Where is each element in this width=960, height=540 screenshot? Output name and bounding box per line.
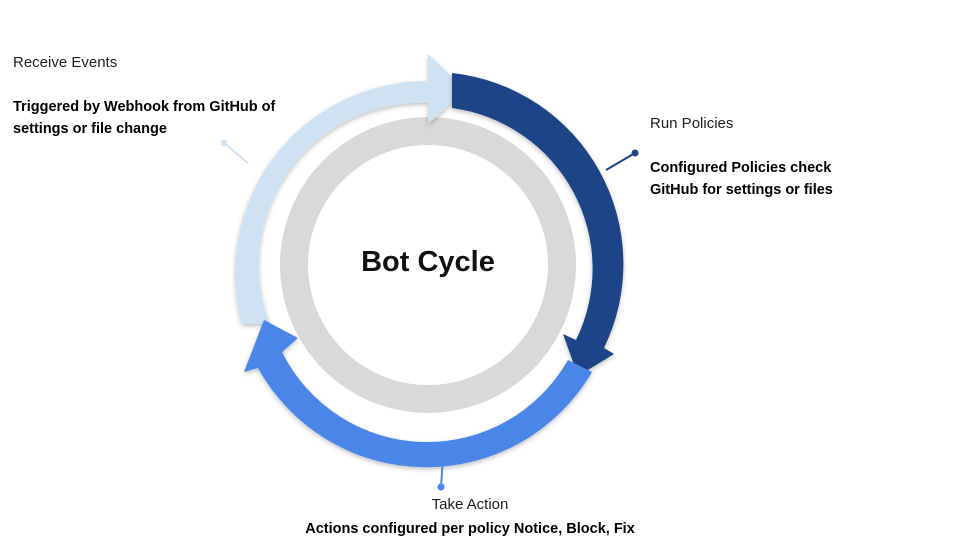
take-action-heading: Take Action — [431, 496, 509, 513]
center-title: Bot Cycle — [361, 246, 495, 278]
take-action-arrow — [244, 320, 592, 468]
receive-events-heading: Receive Events — [13, 54, 118, 71]
receive-events-description: Triggered by Webhook from GitHub of sett… — [13, 99, 276, 137]
take-action-description: Actions configured per policy Notice, Bl… — [305, 521, 635, 537]
receive-events-arrow — [235, 54, 466, 324]
action-connector — [437, 456, 445, 491]
receive-connector — [220, 139, 249, 164]
center-disc — [308, 145, 548, 385]
run-policies-heading: Run Policies — [650, 115, 734, 132]
run-policies-arrow — [452, 73, 624, 376]
policies-connector — [605, 149, 639, 171]
run-policies-description: Configured Policies check GitHub for set… — [650, 160, 833, 198]
